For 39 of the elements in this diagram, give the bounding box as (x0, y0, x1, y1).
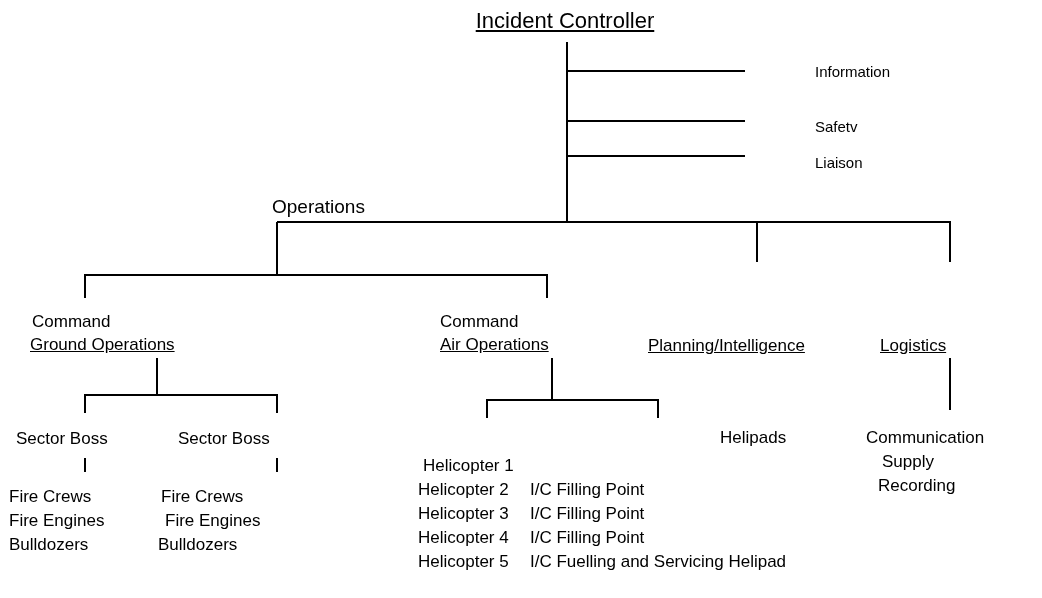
org-label: Recording (878, 475, 956, 497)
org-label: Communication (866, 427, 985, 449)
org-label: Safetv (815, 117, 858, 137)
org-label: Logistics (880, 335, 947, 357)
org-label: Helicopter 3 (418, 503, 509, 525)
org-label: Bulldozers (158, 534, 238, 556)
org-label: Supply (882, 451, 934, 473)
org-label: Command (32, 311, 111, 333)
org-label: Operations (272, 195, 365, 219)
org-label: Fire Crews (9, 486, 92, 508)
org-label: Liaison (815, 153, 863, 173)
org-label: Helicopter 2 (418, 479, 509, 501)
org-label: Command (440, 311, 519, 333)
org-label: I/C Filling Point (530, 527, 645, 549)
connector-line (551, 357, 659, 419)
org-label: Helicopter 1 (423, 455, 514, 477)
org-label: Sector Boss (178, 428, 270, 450)
connector-line (84, 457, 86, 473)
connector-line (276, 457, 278, 473)
org-label: I/C Filling Point (530, 479, 645, 501)
org-label: Ground Operations (30, 334, 175, 356)
org-label: Helicopter 5 (418, 551, 509, 573)
org-label: Sector Boss (16, 428, 108, 450)
org-label: Planning/Intelligence (648, 335, 805, 357)
org-label: I/C Filling Point (530, 503, 645, 525)
org-label: Bulldozers (9, 534, 89, 556)
connector-line (949, 357, 951, 411)
org-label: Helicopter 4 (418, 527, 509, 549)
org-label: Helipads (720, 427, 787, 449)
connector-line (566, 41, 951, 263)
connector-line (276, 221, 548, 299)
org-label: I/C Fuelling and Servicing Helipad (530, 551, 787, 573)
org-label: Air Operations (440, 334, 549, 356)
title-text: Incident Controller (475, 7, 655, 35)
org-label: Fire Crews (161, 486, 244, 508)
org-label: Information (815, 62, 891, 82)
org-label: Fire Engines (165, 510, 261, 532)
connector-line (156, 357, 278, 414)
org-label: Fire Engines (9, 510, 105, 532)
